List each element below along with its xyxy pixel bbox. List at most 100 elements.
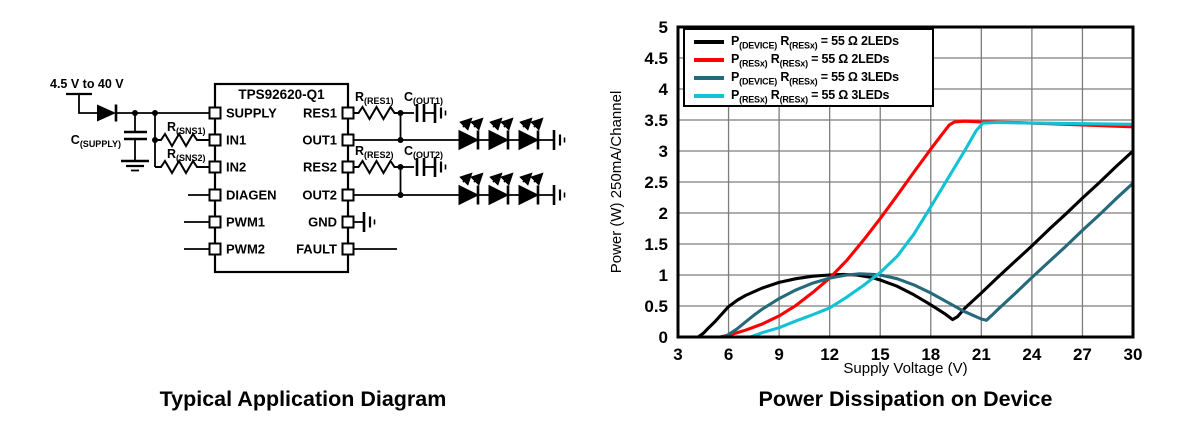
- ic-right-pins: RES1 OUT1 RES2 OUT2 GND FAULT: [296, 106, 355, 257]
- pin-square: [341, 188, 355, 202]
- series-line-0: [696, 149, 1135, 339]
- ground-symbol: [552, 128, 566, 152]
- legend-item: P(RESx) R(RESx) = 55 Ω 2LEDs: [689, 51, 932, 69]
- led-icon: [519, 120, 541, 150]
- led-icon: [459, 120, 481, 150]
- x-tick-label: 12: [820, 345, 839, 364]
- resistor-rsns2: [155, 159, 209, 175]
- y-axis-title: Power (W) 250mA/Channel: [608, 91, 625, 274]
- y-tick-labels: 00.511.522.533.544.55: [644, 18, 668, 347]
- r-sns1-label: R(SNS1): [167, 120, 206, 136]
- y-tick-label: 4: [659, 80, 669, 99]
- legend-label: P(RESx) R(RESx) = 55 Ω 3LEDs: [731, 87, 890, 105]
- legend-item: P(DEVICE) R(RESx) = 55 Ω 2LEDs: [689, 33, 932, 51]
- r-res2-label: R(RES2): [355, 144, 394, 160]
- legend-swatch: [694, 58, 724, 62]
- legend-swatch: [694, 94, 724, 98]
- pin-square: [341, 215, 355, 229]
- resistor-rres1: [353, 105, 401, 121]
- supply-wire: [78, 94, 97, 114]
- legend-swatch: [694, 76, 724, 80]
- y-tick-label: 5: [659, 18, 668, 37]
- ground-symbol: [433, 155, 447, 179]
- pin-label-diagen: DIAGEN: [226, 188, 277, 203]
- legend-label: P(DEVICE) R(RESx) = 55 Ω 2LEDs: [731, 33, 899, 51]
- ground-symbol: [121, 159, 149, 172]
- legend-label: P(RESx) R(RESx) = 55 Ω 2LEDs: [731, 51, 890, 69]
- pin-label-out1: OUT1: [302, 133, 337, 148]
- output-capacitor-cout2: [415, 158, 434, 176]
- supply-range-label: 4.5 V to 40 V: [50, 77, 124, 91]
- resistor-rsns1: [155, 132, 209, 148]
- pin-label-out2: OUT2: [302, 188, 337, 203]
- series-line-3: [748, 120, 1135, 339]
- x-tick-label: 27: [1073, 345, 1092, 364]
- ground-symbol: [433, 101, 447, 125]
- pin-square: [208, 188, 222, 202]
- x-tick-label: 30: [1124, 345, 1143, 364]
- pin-label-in1: IN1: [226, 133, 246, 148]
- y-tick-label: 4.5: [644, 49, 668, 68]
- legend-swatch: [694, 40, 724, 44]
- c-supply-label: C(SUPPLY): [71, 133, 121, 149]
- led-icon: [519, 175, 541, 205]
- y-tick-label: 3.5: [644, 111, 668, 130]
- chart-gridlines: [678, 27, 1133, 337]
- pin-square: [341, 106, 355, 120]
- supply-capacitor: [124, 113, 147, 161]
- pin-label-in2: IN2: [226, 160, 246, 175]
- ic-left-pins: SUPPLY IN1 IN2 DIAGEN PWM1 PWM2: [208, 106, 277, 257]
- r-res1-label: R(RES1): [355, 90, 394, 106]
- pin-square: [341, 242, 355, 256]
- pin-square: [208, 242, 222, 256]
- x-tick-label: 9: [774, 345, 783, 364]
- resistor-rres2: [353, 159, 401, 175]
- chart-caption: Power Dissipation on Device: [759, 387, 1053, 411]
- ground-symbol: [552, 183, 566, 207]
- pin-label-pwm1: PWM1: [226, 215, 265, 230]
- x-tick-labels: 3 6 9 12 15 18 21 24 27 30: [673, 345, 1142, 364]
- diagram-caption: Typical Application Diagram: [160, 387, 447, 411]
- chart-curves: [696, 119, 1135, 339]
- legend-item: P(RESx) R(RESx) = 55 Ω 3LEDs: [689, 87, 932, 105]
- y-tick-label: 3: [659, 142, 668, 161]
- pin-label-res2: RES2: [303, 160, 337, 175]
- series-line-1: [718, 119, 1135, 339]
- application-diagram-panel: 4.5 V to 40 V C(SUPP: [50, 77, 566, 411]
- c-out1-label: C(OUT1): [404, 90, 443, 106]
- x-tick-label: 21: [972, 345, 991, 364]
- r-sns2-label: R(SNS2): [167, 147, 206, 163]
- x-tick-label: 6: [724, 345, 733, 364]
- x-tick-label: 18: [921, 345, 940, 364]
- x-tick-label: 15: [871, 345, 890, 364]
- c-out2-label: C(OUT2): [404, 144, 443, 160]
- pin-label-gnd: GND: [308, 215, 337, 230]
- pin-square: [341, 160, 355, 174]
- y-tick-label: 1: [659, 266, 668, 285]
- y-tick-label: 0: [659, 328, 668, 347]
- legend-label: P(DEVICE) R(RESx) = 55 Ω 3LEDs: [731, 69, 899, 87]
- series-line-2: [721, 181, 1135, 339]
- ground-symbol: [362, 210, 376, 234]
- pin-square: [208, 133, 222, 147]
- pin-square: [208, 106, 222, 120]
- output-capacitor-cout1: [415, 104, 434, 122]
- legend-item: P(DEVICE) R(RESx) = 55 Ω 3LEDs: [689, 69, 932, 87]
- led-icon: [489, 175, 511, 205]
- pin-label-pwm2: PWM2: [226, 242, 265, 257]
- y-tick-label: 1.5: [644, 235, 668, 254]
- x-axis-title: Supply Voltage (V): [843, 360, 967, 377]
- plot-border: [676, 25, 1135, 339]
- pin-square: [341, 133, 355, 147]
- pin-label-fault: FAULT: [296, 242, 337, 257]
- y-tick-label: 2: [659, 204, 668, 223]
- x-tick-label: 24: [1022, 345, 1041, 364]
- led-icon: [459, 175, 481, 205]
- x-tick-label: 3: [673, 345, 682, 364]
- pin-square: [208, 215, 222, 229]
- pin-label-supply: SUPPLY: [226, 106, 277, 121]
